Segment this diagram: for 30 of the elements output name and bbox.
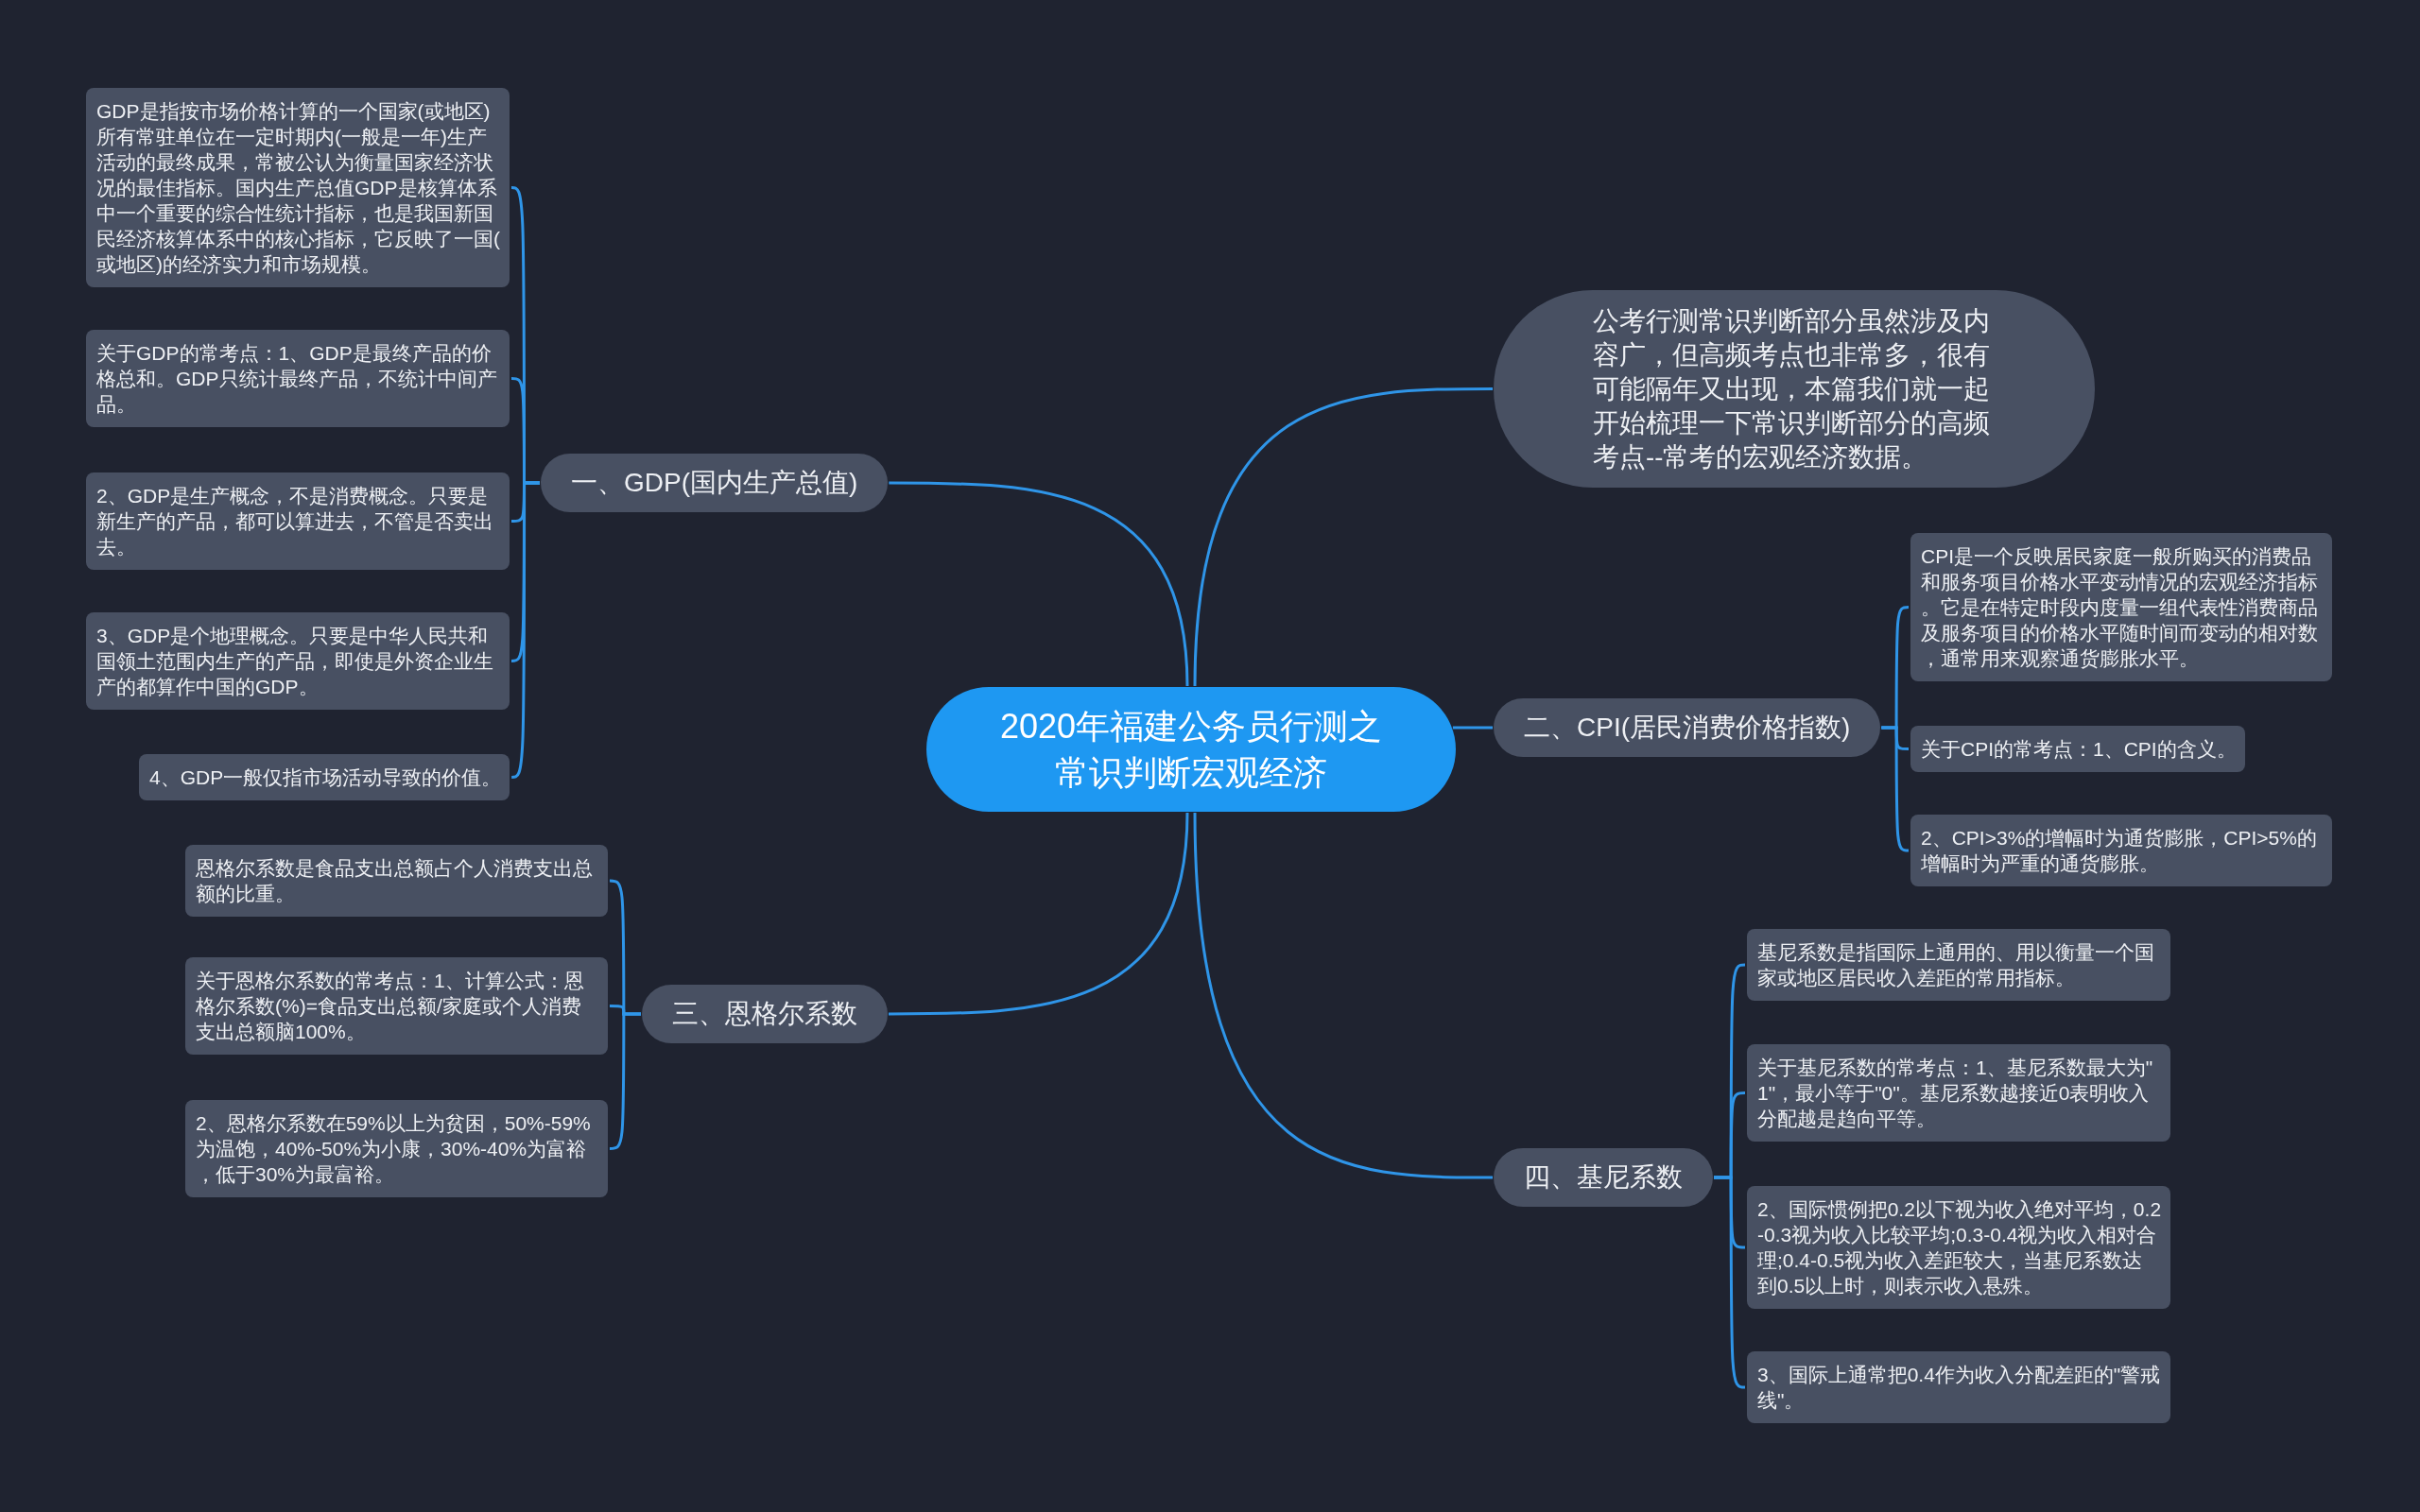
connector-line [1193,812,1493,1179]
connector-line [889,812,1189,1016]
topic-pill: 二、CPI(居民消费价格指数) [1494,698,1881,757]
note-box: 关于CPI的常考点：1、CPI的含义。 [1910,726,2245,772]
central-topic: 2020年福建公务员行测之常识判断宏观经济 [926,687,1456,812]
connector-line [511,481,540,779]
connector-line [1714,1176,1746,1389]
note-box: GDP是指按市场价格计算的一个国家(或地区)所有常驻单位在一定时期内(一般是一年)生产活动的最终成果，常被公认为衡量国家经济状况的最佳指标。国内生产总值GDP是核算体系中一个重要的综合性统计指标，也是我国新国民经济核算体系中的核心指标，它反映了一国(或地区)的经济实力和市场规模。 [86,88,510,287]
note-box: CPI是一个反映居民家庭一般所购买的消费品和服务项目价格水平变动情况的宏观经济指标。它是在特定时段内度量一组代表性消费商品及服务项目的价格水平随时间而变动的相对数，通常用来观察通货膨胀水平。 [1910,533,2332,681]
note-box: 2、恩格尔系数在59%以上为贫困，50%-59%为温饱，40%-50%为小康，30%-40%为富裕，低于30%为最富裕。 [185,1100,608,1197]
topic-pill: 一、GDP(国内生产总值) [541,454,889,512]
note-box: 3、GDP是个地理概念。只要是中华人民共和国领土范围内生产的产品，即使是外资企业生产的都算作中国的GDP。 [86,612,510,710]
connector-line [889,481,1189,687]
note-box: 基尼系数是指国际上通用的、用以衡量一个国家或地区居民收入差距的常用指标。 [1747,929,2170,1001]
note-box: 关于恩格尔系数的常考点：1、计算公式：恩格尔系数(%)=食品支出总额/家庭或个人消费支出总额脑100%。 [185,957,608,1055]
connector-line [609,1012,641,1150]
note-box: 2、国际惯例把0.2以下视为收入绝对平均，0.2-0.3视为收入比较平均;0.3-0.4视为收入相对合理;0.4-0.5视为收入差距较大，当基尼系数达到0.5以上时，则表示收入悬殊。 [1747,1186,2170,1309]
topic-pill: 四、基尼系数 [1494,1148,1713,1207]
note-box: 2、GDP是生产概念，不是消费概念。只要是新生产的产品，都可以算进去，不管是否卖出去。 [86,472,510,570]
note-box: 恩格尔系数是食品支出总额占个人消费支出总额的比重。 [185,845,608,917]
topic-pill: 公考行测常识判断部分虽然涉及内容广，但高频考点也非常多，很有可能隔年又出现，本篇我们就一起开始梳理一下常识判断部分的高频考点--常考的宏观经济数据。 [1494,290,2095,488]
note-box: 关于基尼系数的常考点：1、基尼系数最大为"1"，最小等于"0"。基尼系数越接近0表明收入分配越是趋向平等。 [1747,1044,2170,1142]
connector-line [1881,726,1910,852]
connector-line [1193,387,1493,687]
note-box: 3、国际上通常把0.4作为收入分配差距的"警戒线"。 [1747,1351,2170,1423]
note-box: 关于GDP的常考点：1、GDP是最终产品的价格总和。GDP只统计最终产品，不统计中间产品。 [86,330,510,427]
connector-line [1452,726,1493,730]
topic-pill: 三、恩格尔系数 [642,985,888,1043]
note-box: 2、CPI>3%的增幅时为通货膨胀，CPI>5%的增幅时为严重的通货膨胀。 [1910,815,2332,886]
note-box: 4、GDP一般仅指市场活动导致的价值。 [139,754,510,800]
